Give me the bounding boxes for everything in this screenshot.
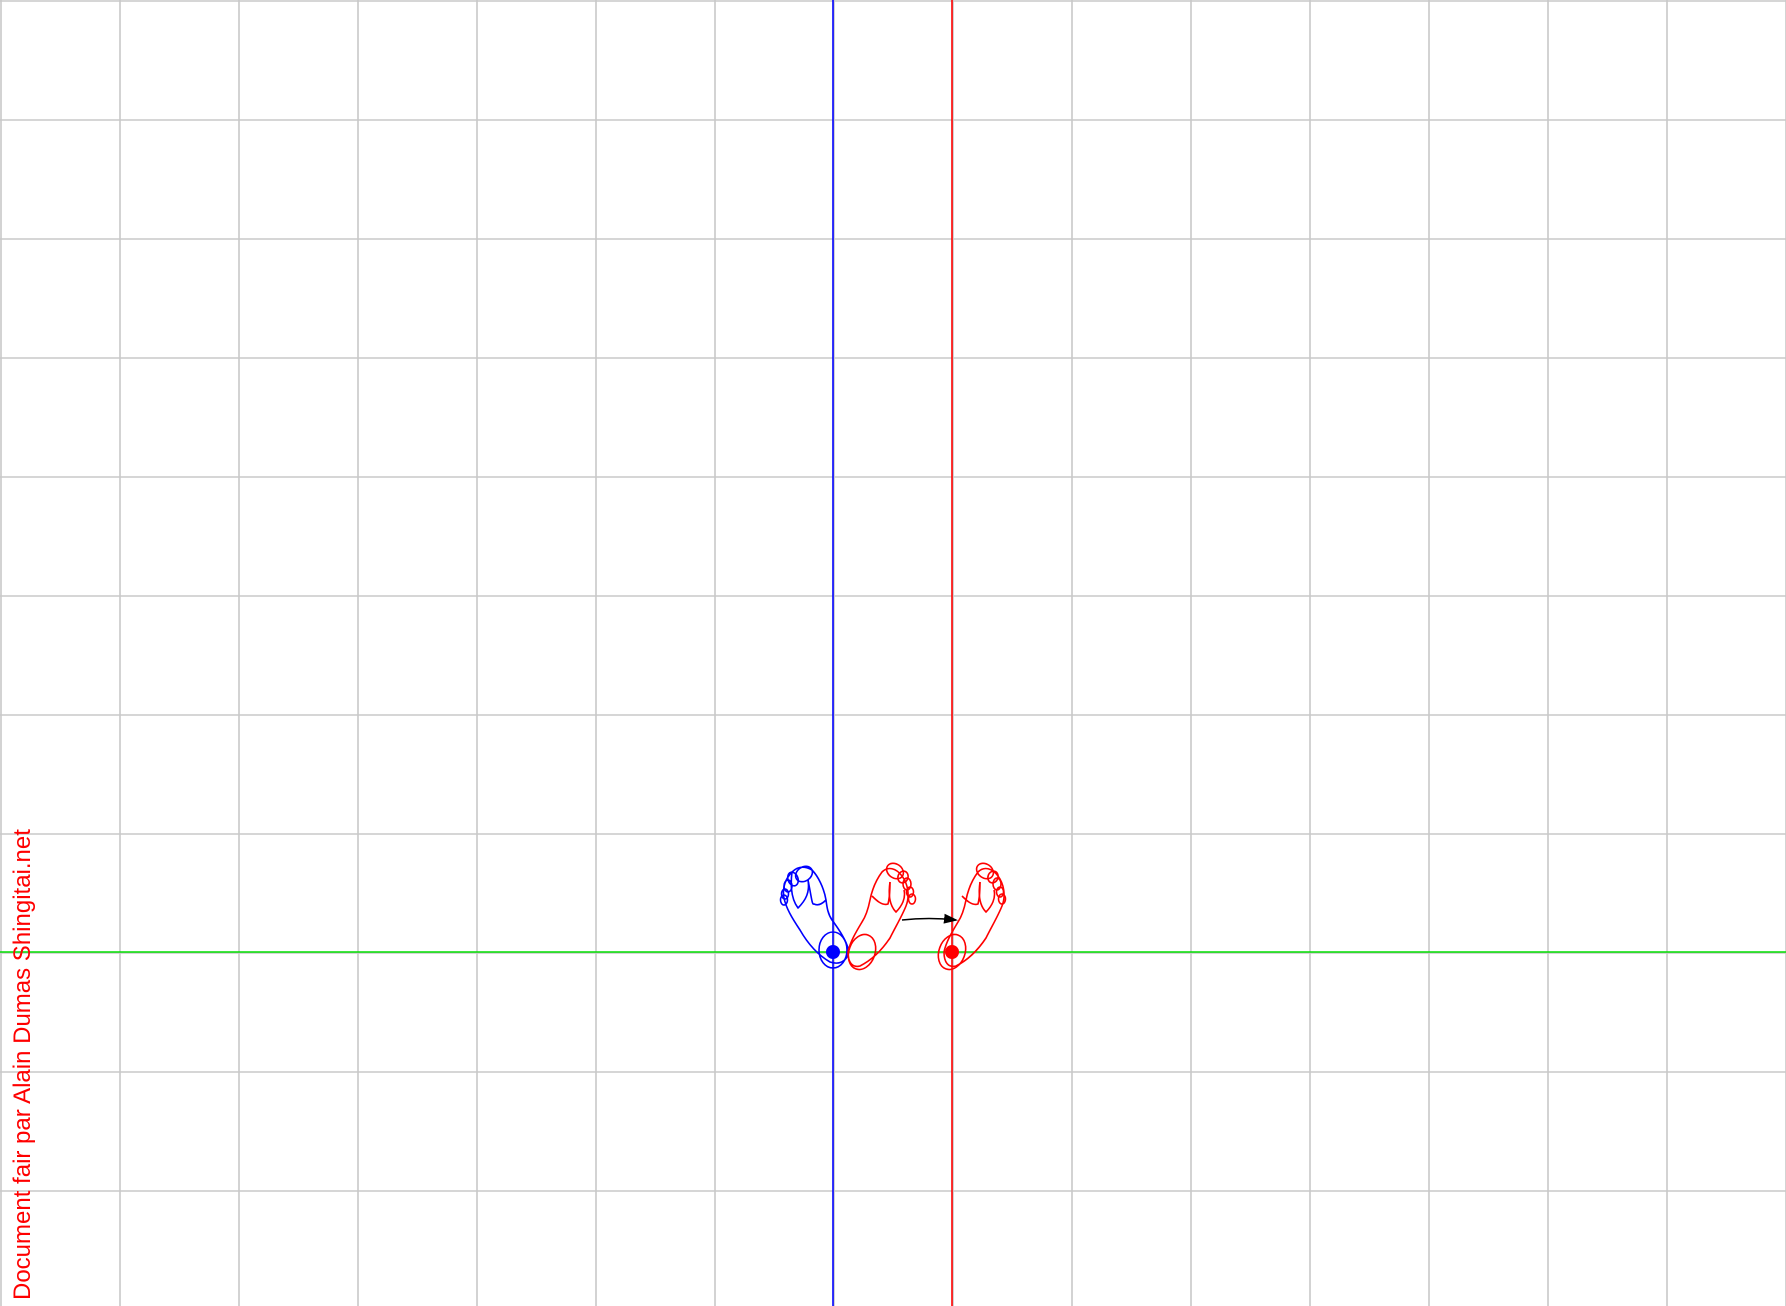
credit-text: Document fair par Alain Dumas Shingitai.… [9, 829, 36, 1300]
step-arrow [901, 913, 958, 924]
left-foot-pivot-dot [826, 945, 840, 959]
right-foot-start-icon [847, 862, 917, 971]
right-foot-pivot-dot [945, 945, 959, 959]
right-foot-end-icon [937, 862, 1007, 971]
left-foot-icon [779, 865, 850, 969]
